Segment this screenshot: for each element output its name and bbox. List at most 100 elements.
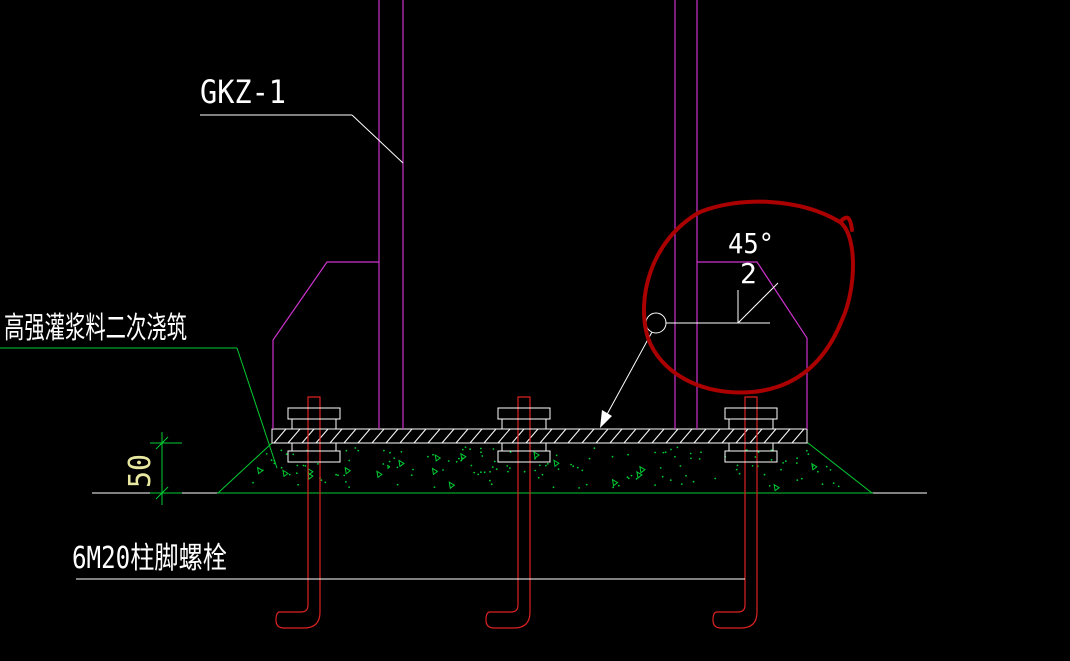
- grout-speck: [541, 473, 544, 476]
- hatch-line: [371, 428, 385, 444]
- grout-speck: [483, 471, 486, 474]
- grout-aggregate: [773, 483, 781, 492]
- grout-speck: [782, 462, 784, 464]
- hatch-line: [413, 428, 427, 444]
- grout-speck: [751, 465, 754, 467]
- grout-speck: [480, 451, 482, 454]
- hatch-line: [273, 428, 287, 444]
- grout-speck: [427, 455, 429, 458]
- hatch-line: [763, 428, 777, 444]
- hatch-line: [525, 428, 539, 444]
- grout-speck: [455, 460, 458, 463]
- grout-speck: [689, 452, 692, 455]
- hatch-line: [693, 428, 707, 444]
- grout-speck: [757, 451, 760, 453]
- grout-speck: [578, 487, 580, 489]
- hatch-line: [343, 428, 357, 444]
- hatch-line: [735, 428, 749, 444]
- grout-speck: [626, 476, 629, 478]
- grout-speck: [473, 471, 476, 474]
- weld-size: 2: [740, 257, 757, 290]
- washer-bottom: [501, 442, 547, 452]
- hatch-line: [749, 428, 763, 444]
- grout-speck: [534, 469, 537, 472]
- grout-speck: [337, 474, 339, 477]
- grout-speck: [674, 455, 676, 458]
- nut-top: [497, 407, 551, 420]
- grout-aggregate: [611, 478, 619, 487]
- grout-speck: [469, 448, 471, 451]
- grout-speck: [343, 474, 346, 477]
- grout-aggregate: [636, 470, 643, 479]
- anchor-bolt: [275, 396, 341, 629]
- hatch-line: [707, 428, 721, 444]
- grout-speck: [410, 474, 413, 477]
- washer-top: [291, 418, 337, 430]
- anchor-bolt: [485, 396, 551, 629]
- steel-column: [378, 0, 698, 429]
- grout-speck: [388, 460, 391, 463]
- grout-speck: [770, 458, 773, 461]
- grout-speck: [265, 453, 268, 455]
- grout-speck: [270, 459, 273, 462]
- grout-speck: [570, 463, 572, 466]
- grout-speck: [768, 485, 771, 487]
- grout-speck: [481, 455, 484, 457]
- grout-aggregate: [811, 462, 818, 471]
- grout-speck: [324, 481, 327, 484]
- grout-aggregate: [448, 481, 456, 490]
- grout-speck: [447, 460, 450, 462]
- grout-speck: [509, 467, 511, 469]
- grout-speck: [800, 477, 803, 480]
- grout-speck: [700, 451, 702, 454]
- hatch-line: [357, 428, 371, 444]
- bolt-shank: [712, 396, 758, 629]
- grout-aggregate: [431, 467, 439, 476]
- bolt-shank: [275, 396, 321, 629]
- grout-aggregate: [282, 469, 289, 478]
- anchor-bolt: [712, 396, 778, 629]
- weld-arrow-head: [600, 410, 612, 428]
- grout-speck: [348, 459, 351, 462]
- hatch-line: [539, 428, 553, 444]
- grout-speck: [576, 466, 579, 469]
- base-plate: [271, 428, 808, 444]
- grout-speck: [491, 466, 494, 468]
- hatch-line: [721, 428, 735, 444]
- grout-speck: [506, 465, 509, 467]
- grout-aggregate: [460, 452, 467, 461]
- grout-speck: [396, 483, 399, 486]
- hatch-line: [567, 428, 581, 444]
- grout-speck: [659, 467, 662, 469]
- washer-bottom: [291, 442, 337, 452]
- hatch-line: [553, 428, 567, 444]
- grout-speck: [357, 449, 360, 452]
- hatch-line: [637, 428, 651, 444]
- grout-aggregate: [376, 470, 383, 479]
- bolt-shank: [485, 396, 531, 629]
- hatch-line: [679, 428, 693, 444]
- grout-speck: [383, 449, 385, 452]
- grout-speck: [593, 447, 596, 450]
- grout-speck: [796, 457, 798, 460]
- grout-aggregate: [533, 451, 540, 459]
- grout-speck: [273, 462, 276, 465]
- grout-aggregate: [639, 465, 646, 474]
- grout-speck: [433, 486, 436, 488]
- grout-speck: [557, 468, 560, 470]
- grout-speck: [464, 446, 467, 449]
- grout-speck: [545, 464, 547, 467]
- grout-speck: [507, 470, 509, 473]
- grout-speck: [442, 469, 444, 471]
- grout-speck: [387, 467, 389, 469]
- grout-speck: [470, 464, 473, 467]
- grout-speck: [735, 468, 738, 471]
- grout-speck: [654, 484, 656, 486]
- hatch-line: [651, 428, 665, 444]
- grout-speck: [297, 483, 299, 486]
- grout-speck: [635, 478, 638, 480]
- hatch-line: [441, 428, 455, 444]
- hatch-line: [581, 428, 595, 444]
- grout-speck: [396, 466, 399, 469]
- nut-top: [287, 407, 341, 420]
